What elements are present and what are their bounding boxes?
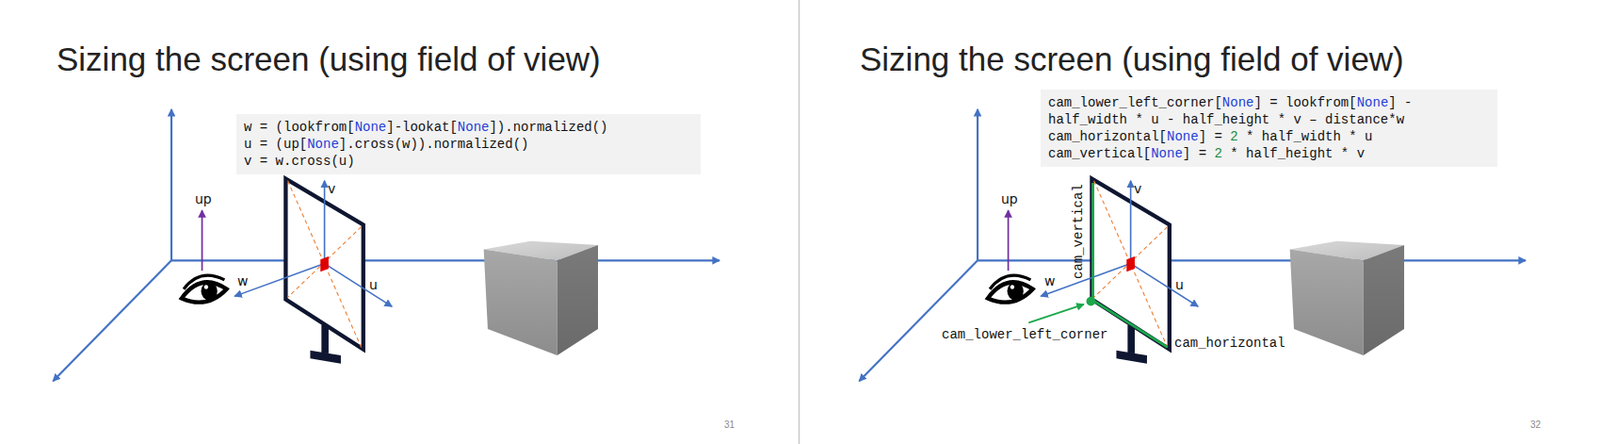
axis-label: u [1175,277,1184,291]
edge-label: cam_horizontal [1174,336,1286,350]
corner-label: cam_lower_left_corner [941,327,1108,341]
edge-label: cam_vertical [1071,183,1085,279]
axis-label: w [1044,274,1055,288]
slide-title: Sizing the screen (using field of view) [56,40,601,79]
code-line: v = w.cross(u) [243,152,694,170]
code-line: w = (lookfrom[None]-lookat[None]).normal… [243,118,694,136]
axis-label: u [369,277,378,291]
vector-label: up [1001,192,1019,206]
code-line: u = (up[None].cross(w)).normalized() [243,135,694,153]
slide-divider [798,0,800,444]
slide-title: Sizing the screen (using field of view) [859,40,1405,79]
code-box: w = (lookfrom[None]-lookat[None]).normal… [236,113,701,175]
slide-31-scene [52,109,720,381]
axis-label: w [237,274,248,288]
axis-label: v [1133,181,1142,195]
code-line: cam_vertical[None] = 2 * half_height * v [1048,145,1490,162]
page-number: 32 [1530,420,1541,430]
page-number: 31 [724,420,735,430]
code-line: cam_lower_left_corner[None] = lookfrom[N… [1048,94,1490,129]
green-screen-edges [1028,182,1167,347]
code-box: cam_lower_left_corner[None] = lookfrom[N… [1040,89,1498,167]
vector-label: up [194,192,212,206]
code-line: cam_horizontal[None] = 2 * half_width * … [1048,128,1490,146]
axis-label: v [327,181,336,195]
